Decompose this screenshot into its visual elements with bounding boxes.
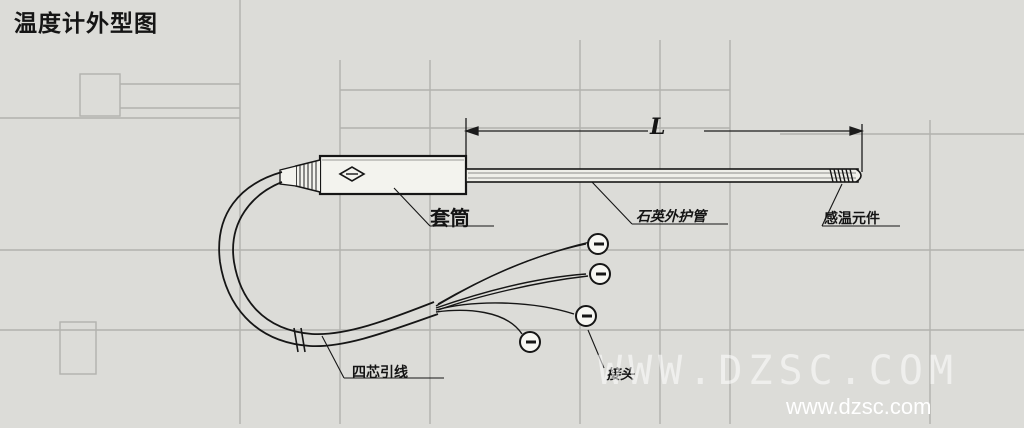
four-core-lead-label: 四芯引线 (352, 365, 408, 381)
leader-lines (321, 181, 900, 379)
diamond-mark-icon (338, 166, 366, 182)
quartz-tube (465, 168, 862, 183)
terminal-lug-icon (519, 233, 611, 353)
lead-wires (435, 241, 591, 335)
sensing-element-label: 感温元件 (824, 211, 880, 227)
quartz-tube-label: 石英外护管 (636, 209, 706, 225)
sensing-coil (829, 168, 854, 183)
dimension-line (463, 118, 865, 172)
cable-break-mark (293, 327, 306, 353)
four-core-cable (218, 171, 439, 347)
length-label: L (650, 114, 666, 140)
terminal-label: 接头 (606, 367, 634, 383)
sleeve-label: 套筒 (430, 206, 470, 230)
page-title: 温度计外型图 (14, 11, 158, 37)
watermark-large: WWW.DZSC.COM (598, 348, 959, 394)
sleeve-body (279, 154, 468, 196)
watermark-small: www.dzsc.com (786, 394, 932, 419)
